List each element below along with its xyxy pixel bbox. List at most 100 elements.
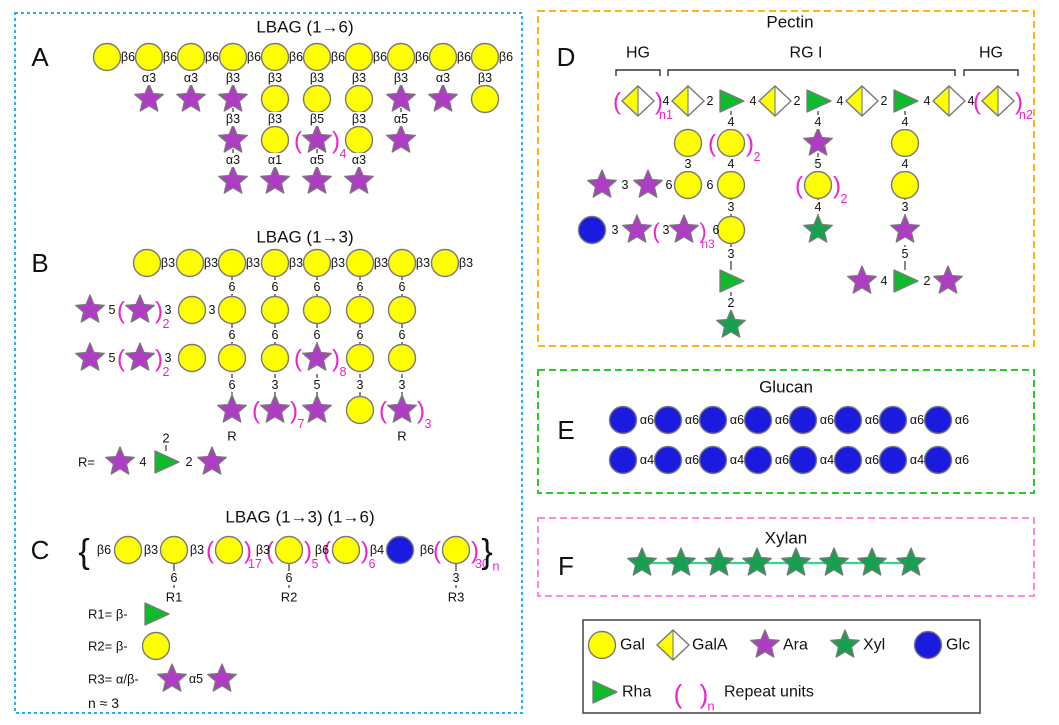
annotation: R2 bbox=[281, 590, 298, 605]
ara-unit bbox=[260, 165, 290, 194]
glc-unit bbox=[698, 445, 728, 475]
label-bg bbox=[308, 153, 326, 167]
linkage-label: 5 bbox=[815, 157, 822, 171]
linkage-label: β6 bbox=[415, 50, 429, 64]
gal-unit bbox=[386, 42, 416, 72]
linkage-label: β3 bbox=[478, 71, 492, 85]
linkage-label: 6 bbox=[272, 328, 279, 342]
gal-unit bbox=[345, 295, 375, 325]
repeat-count: 3 bbox=[425, 417, 432, 431]
repeat-paren-close: ) bbox=[304, 538, 312, 565]
gal-unit bbox=[302, 295, 332, 325]
gal-unit bbox=[673, 170, 703, 200]
panel-title: LBAG (1→3) (1→6) bbox=[225, 508, 374, 527]
linkage-label: 4 bbox=[902, 157, 909, 171]
xyl-unit bbox=[627, 547, 657, 576]
linkage-label: β3 bbox=[226, 71, 240, 85]
linkage-label: α5 bbox=[394, 112, 408, 126]
xyl-unit bbox=[704, 547, 734, 576]
glc-unit bbox=[743, 405, 773, 435]
repeat-paren-open: ( bbox=[206, 538, 214, 565]
linkage-label: 4 bbox=[837, 94, 844, 108]
ara-unit: ()7 bbox=[252, 394, 305, 431]
gala-unit: ()n2 bbox=[973, 85, 1033, 122]
legend-label: Gal bbox=[620, 637, 645, 654]
ara-unit bbox=[890, 214, 920, 243]
gal-unit bbox=[113, 535, 143, 565]
label-bg bbox=[224, 112, 242, 126]
repeat-count: 4 bbox=[340, 147, 347, 161]
legend-label: Xyl bbox=[863, 637, 885, 654]
annotation: ( bbox=[652, 219, 660, 244]
label-bg bbox=[311, 328, 323, 342]
gala-unit bbox=[670, 85, 706, 117]
repeat-count: n2 bbox=[1019, 108, 1033, 122]
repeat-count: 6 bbox=[369, 557, 376, 571]
gal-unit bbox=[177, 295, 207, 325]
linkage-label: 5 bbox=[314, 378, 321, 392]
linkage-label: α6 bbox=[820, 413, 834, 427]
legend-label: GalA bbox=[692, 637, 728, 654]
linkage-label: α3 bbox=[352, 153, 366, 167]
glc-unit bbox=[385, 535, 415, 565]
label-bg bbox=[476, 71, 494, 85]
xyl-unit bbox=[819, 547, 849, 576]
linkage-label: α5 bbox=[310, 153, 324, 167]
glc-unit bbox=[608, 445, 638, 475]
linkage-label: β6 bbox=[121, 50, 135, 64]
gal-unit bbox=[302, 84, 332, 114]
xyl-unit bbox=[857, 547, 887, 576]
annotation: HG bbox=[979, 45, 1003, 62]
label-bg bbox=[226, 280, 238, 294]
linkage-label: α6 bbox=[685, 413, 699, 427]
linkage-label: 4 bbox=[728, 157, 735, 171]
linkage-label: β3 bbox=[416, 256, 430, 270]
gal-unit bbox=[716, 215, 746, 245]
label-bg bbox=[812, 157, 824, 171]
linkage-label: α6 bbox=[730, 413, 744, 427]
gal-unit bbox=[345, 395, 375, 425]
linkage-label: β3 bbox=[459, 256, 473, 270]
linkage-label: 6 bbox=[314, 328, 321, 342]
xyl-unit bbox=[830, 629, 860, 658]
repeat-paren-open: ( bbox=[433, 538, 441, 565]
label-bg bbox=[450, 571, 462, 585]
panel-box-D bbox=[537, 10, 1035, 347]
linkage-label: α3 bbox=[184, 71, 198, 85]
ara-unit: ()2 bbox=[117, 342, 170, 379]
ara-unit bbox=[386, 124, 416, 153]
linkage-label: 4 bbox=[815, 200, 822, 214]
region-bracket bbox=[615, 69, 661, 76]
gal-unit bbox=[344, 42, 374, 72]
linkage-label: 3 bbox=[612, 223, 619, 237]
gal-unit bbox=[345, 343, 375, 373]
rha-unit bbox=[719, 89, 745, 113]
linkage-label: β3 bbox=[352, 71, 366, 85]
label-bg bbox=[224, 153, 242, 167]
repeat-paren-close: ) bbox=[155, 298, 163, 325]
linkage-label: 3 bbox=[272, 378, 279, 392]
glc-unit bbox=[913, 630, 943, 660]
linkage-label: 3 bbox=[902, 200, 909, 214]
linkage-label: β5 bbox=[310, 112, 324, 126]
linkage-label: 3 bbox=[209, 303, 216, 317]
gal-unit bbox=[260, 248, 290, 278]
linkage-label: 6 bbox=[229, 280, 236, 294]
gal-unit bbox=[159, 535, 189, 565]
linkage-label: β6 bbox=[289, 50, 303, 64]
ara-unit bbox=[847, 265, 877, 294]
repeat-paren-open: ( bbox=[613, 89, 621, 116]
gal-unit bbox=[260, 295, 290, 325]
glc-unit bbox=[878, 445, 908, 475]
linkage-label: α6 bbox=[775, 413, 789, 427]
glc-unit bbox=[608, 405, 638, 435]
gal-unit: ()2 bbox=[708, 128, 761, 164]
ara-unit bbox=[134, 83, 164, 112]
ara-unit: ()3 bbox=[379, 394, 432, 431]
xyl-unit bbox=[781, 547, 811, 576]
label-bg bbox=[725, 200, 737, 214]
legend-label: Ara bbox=[783, 637, 808, 654]
glc-unit bbox=[698, 405, 728, 435]
